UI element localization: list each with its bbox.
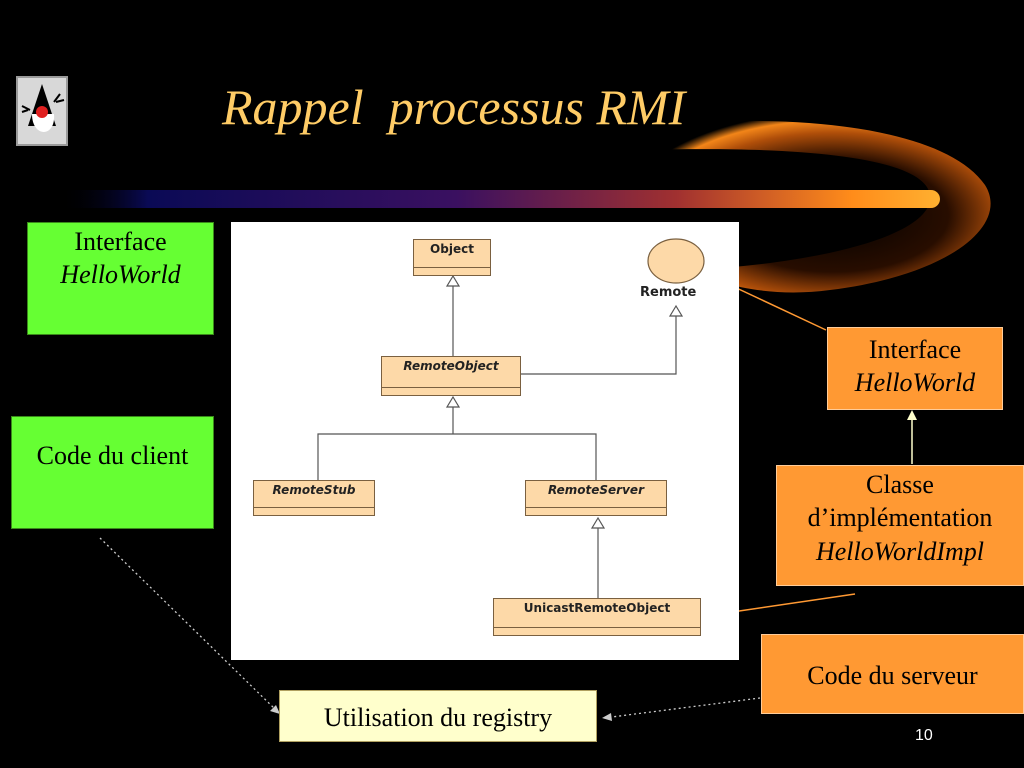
dotted-client-to-registry — [99, 537, 279, 713]
interface-helloworld-right-box: Interface HelloWorld — [827, 327, 1003, 410]
client-code-box: Code du client — [11, 416, 214, 529]
slide-title: Rappel processus RMI — [222, 79, 686, 135]
orange-swoosh — [640, 120, 991, 293]
uml-class-remoteobject: RemoteObject — [381, 356, 521, 396]
registry-label: Utilisation du registry — [323, 703, 553, 732]
java-duke-logo-icon — [16, 76, 68, 146]
uml-class-unicastremoteobject: UnicastRemoteObject — [493, 598, 701, 636]
uml-class-remotestub: RemoteStub — [253, 480, 375, 516]
impl-line1: Classe — [866, 470, 934, 499]
remote-interface-circle — [647, 238, 705, 284]
impl-name: HelloWorldImpl — [815, 536, 985, 566]
implementation-class-box: Classe d’implémentation HelloWorldImpl — [776, 465, 1024, 586]
gradient-bar — [60, 190, 940, 208]
client-code-label: Code du client — [36, 441, 189, 470]
impl-line2: d’implémentation — [807, 503, 993, 533]
registry-usage-box: Utilisation du registry — [279, 690, 597, 742]
uml-class-object: Object — [413, 239, 491, 276]
interface-label: Interface — [74, 227, 167, 256]
server-code-label: Code du serveur — [807, 661, 978, 690]
dotted-server-to-registry — [603, 697, 761, 719]
server-code-box: Code du serveur — [761, 634, 1024, 714]
uml-interface-remote-label: Remote — [640, 285, 697, 300]
uml-class-diagram: Object Remote RemoteObject RemoteStub Re… — [231, 222, 739, 660]
uml-class-remoteserver: RemoteServer — [525, 480, 667, 516]
interface-name: HelloWorld — [60, 260, 181, 290]
interface-helloworld-left-box: Interface HelloWorld — [27, 222, 214, 335]
uml-connectors — [317, 238, 705, 598]
page-number: 10 — [915, 727, 933, 744]
interface-label-right: Interface — [868, 335, 962, 364]
interface-name-right: HelloWorld — [854, 368, 976, 398]
